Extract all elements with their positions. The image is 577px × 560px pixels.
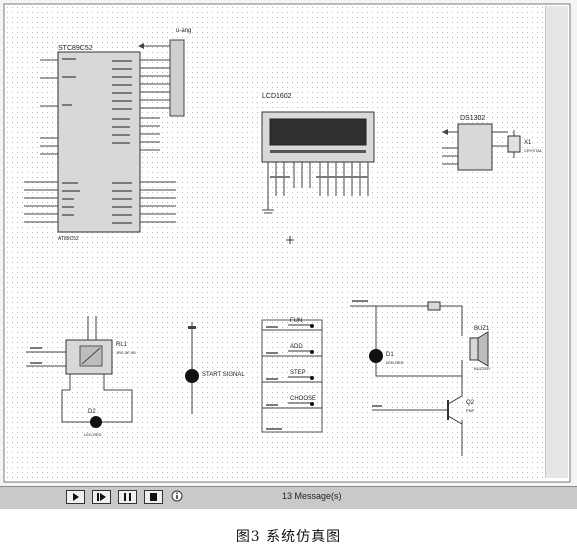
- buzzer-sub: BUZZER: [474, 366, 490, 371]
- start-signal[interactable]: START SIGNAL: [185, 322, 245, 414]
- key-fun-label: FUN: [290, 318, 302, 324]
- relay-sub: JRC-5F-05: [116, 350, 136, 355]
- bus-connector[interactable]: u-ang: [138, 28, 191, 117]
- pause-icon: [124, 493, 131, 501]
- rtc-chip[interactable]: DS1302: [442, 115, 508, 171]
- led-d2-sub: LED-RED: [84, 432, 102, 437]
- key-add-label: ADD: [290, 344, 303, 350]
- buzzer-circuit: [350, 305, 463, 456]
- key-choose[interactable]: CHOOSE: [288, 396, 316, 406]
- info-icon[interactable]: [171, 490, 183, 502]
- key-panel: [261, 319, 323, 433]
- led-d1[interactable]: D1 LED-RED: [369, 349, 404, 365]
- simulation-toolbar: 13 Message(s): [0, 486, 577, 509]
- key-step-label: STEP: [290, 370, 306, 376]
- transistor[interactable]: Q2 PNP: [447, 395, 475, 425]
- key-add[interactable]: ADD: [288, 344, 314, 354]
- buzzer[interactable]: BUZ1 BUZZER: [469, 326, 490, 371]
- lcd-name: LCD1602: [262, 93, 292, 100]
- crosshair-icon: [286, 236, 294, 244]
- message-count[interactable]: 13 Message(s): [282, 491, 342, 501]
- relay[interactable]: RL1 JRC-5F-05: [26, 316, 136, 423]
- stop-button[interactable]: [144, 490, 163, 504]
- led-d2[interactable]: D2 LED-RED: [84, 409, 102, 437]
- step-icon: [97, 493, 106, 501]
- led-d2-name: D2: [88, 409, 96, 415]
- transistor-sub: PNP: [466, 408, 475, 413]
- led-d1-sub: LED-RED: [386, 360, 404, 365]
- mcu-part: AT89C52: [58, 236, 79, 242]
- figure-caption: 图3 系统仿真图: [235, 529, 342, 545]
- crystal[interactable]: X1 CRYSTAL: [507, 130, 543, 158]
- pause-button[interactable]: [118, 490, 137, 504]
- simulation-window: STC89C52 AT89C52: [0, 0, 577, 510]
- bus-label: u-ang: [176, 28, 191, 34]
- step-button[interactable]: [92, 490, 111, 504]
- crystal-type: CRYSTAL: [524, 148, 543, 153]
- crystal-name: X1: [524, 140, 532, 146]
- lcd-module[interactable]: LCD1602: [261, 93, 375, 214]
- transistor-name: Q2: [466, 400, 475, 406]
- rtc-name: DS1302: [460, 115, 485, 122]
- mcu-chip[interactable]: STC89C52 AT89C52: [24, 45, 176, 242]
- resistor[interactable]: [427, 301, 441, 311]
- stop-icon: [150, 493, 157, 501]
- key-fun[interactable]: FUN: [288, 318, 314, 328]
- relay-name: RL1: [116, 342, 128, 348]
- mcu-name: STC89C52: [58, 45, 93, 52]
- led-d1-name: D1: [386, 352, 394, 358]
- key-step[interactable]: STEP: [288, 370, 314, 380]
- start-signal-label: START SIGNAL: [202, 372, 245, 378]
- schematic-sheet: STC89C52 AT89C52: [0, 0, 577, 486]
- buzzer-name: BUZ1: [474, 326, 490, 332]
- play-button[interactable]: [66, 490, 85, 504]
- play-icon: [73, 493, 79, 501]
- key-choose-label: CHOOSE: [290, 396, 316, 402]
